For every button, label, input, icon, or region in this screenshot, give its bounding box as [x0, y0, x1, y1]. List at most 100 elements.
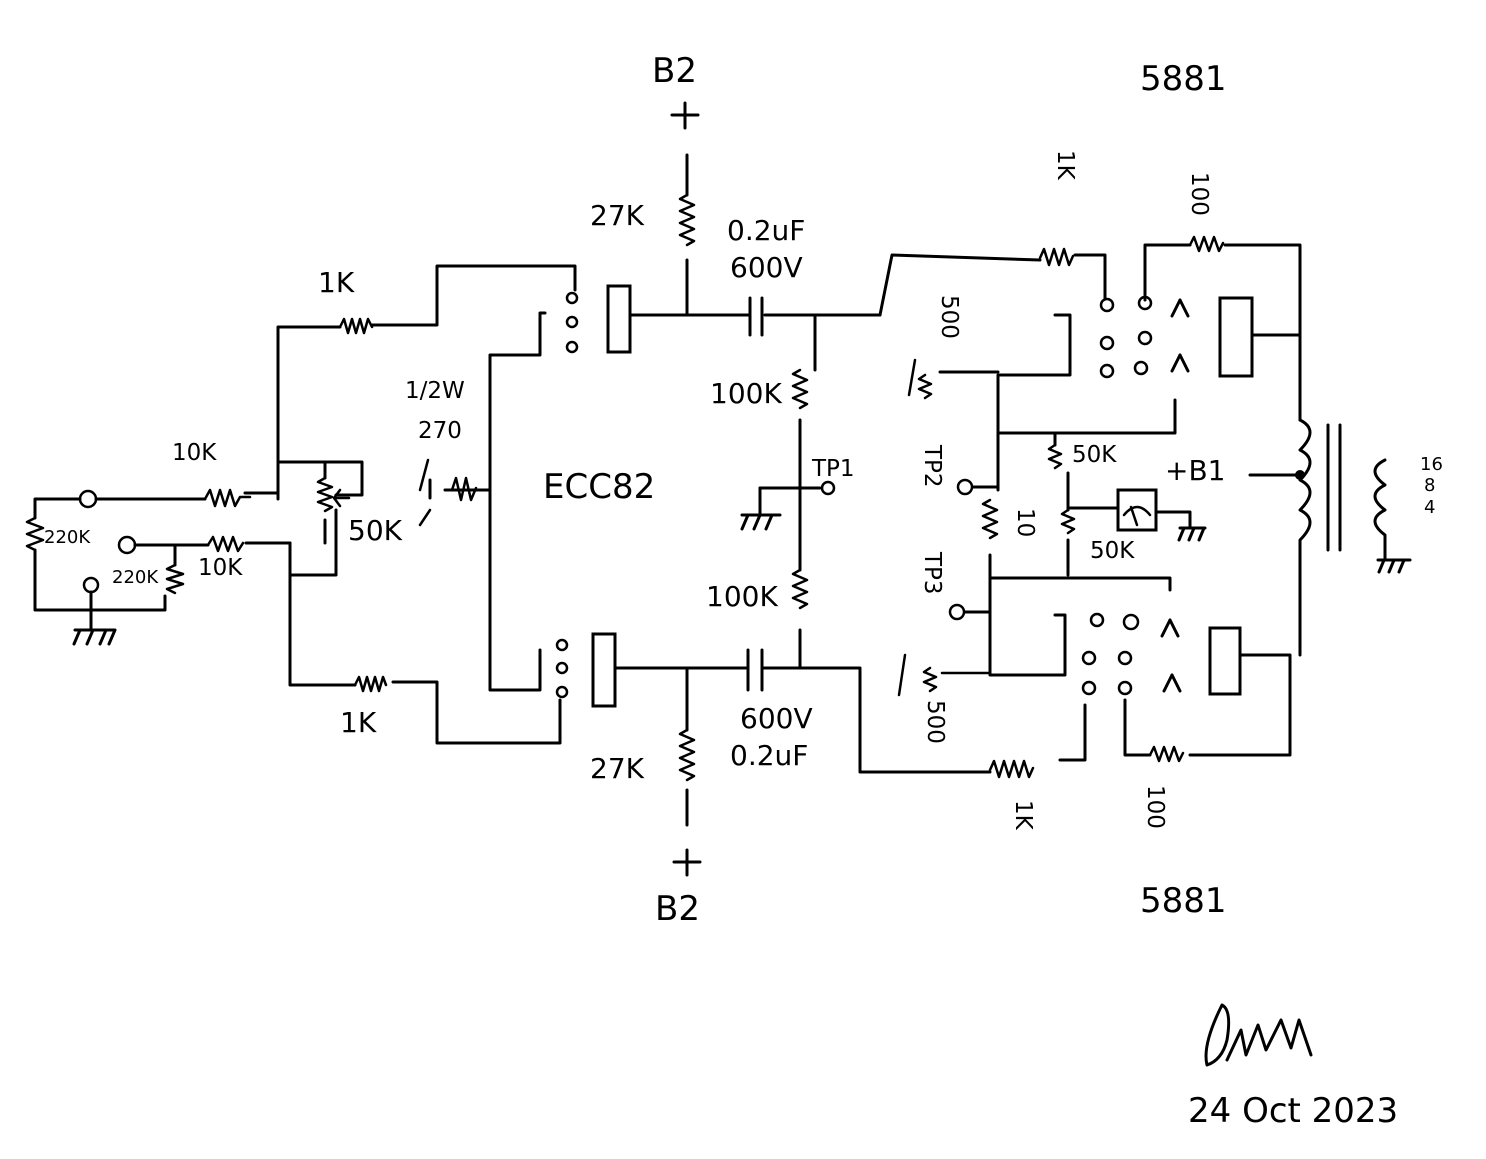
label-100k-bottom: 100K	[706, 580, 778, 613]
transformer-secondary	[1373, 458, 1387, 562]
resistor-1k-grid-bottom	[988, 759, 1035, 779]
output-stage	[878, 235, 1412, 779]
label-tap-8: 8	[1424, 475, 1435, 496]
ecc82-pin-7	[555, 661, 569, 675]
wire-balance-pot	[276, 460, 364, 577]
wire-bias-network	[996, 398, 1177, 577]
wire-100k-chain	[798, 313, 817, 670]
ecc82-pin-2	[565, 315, 579, 329]
wire-screen-resistors	[1123, 243, 1302, 757]
label-tp3: TP3	[919, 551, 945, 595]
label-1k-top: 1K	[318, 266, 355, 299]
test-point-tp3	[948, 603, 966, 621]
label-50k-b: 50K	[1090, 538, 1135, 564]
label-50k-a: 50K	[1072, 442, 1117, 468]
b2-top-plus-icon	[670, 101, 700, 130]
signature-glyph	[1204, 1003, 1313, 1067]
resistor-10k-bottom	[206, 535, 245, 553]
resistor-270	[450, 476, 478, 502]
label-220k-a: 220K	[44, 527, 91, 548]
input-jack-top	[78, 489, 98, 509]
input-section	[25, 264, 577, 745]
wire-input-bottom	[133, 541, 292, 547]
wire-1k-bottom	[288, 573, 562, 745]
label-220k-b: 220K	[112, 567, 159, 588]
b2-bottom-plus-icon	[672, 848, 702, 877]
capacitor-bottom	[746, 648, 764, 692]
label-tap-16: 16	[1420, 454, 1443, 475]
wire-tp3	[956, 576, 1067, 677]
transformer-primary	[1298, 418, 1312, 657]
label-driver-tube: ECC82	[543, 467, 655, 507]
ecc82-plate-bottom	[591, 632, 617, 708]
wire-plate-bottom	[613, 666, 1087, 774]
label-500-top: 500	[936, 295, 962, 339]
label-1k-bottom: 1K	[340, 706, 377, 739]
label-tp2: TP2	[919, 444, 945, 488]
test-point-tp2	[956, 478, 974, 496]
b1-node	[1295, 470, 1305, 480]
resistor-1k-top	[338, 317, 374, 335]
label-cap-top-value: 0.2uF	[727, 214, 805, 247]
wire-220k-loop	[33, 497, 167, 612]
ecc82-pin-1	[565, 291, 579, 305]
label-tp1: TP1	[811, 456, 855, 482]
resistor-27k-top	[678, 193, 696, 247]
label-100-top: 100	[1186, 172, 1212, 216]
supply-marks	[670, 101, 702, 877]
label-270-power: 1/2W	[405, 378, 465, 404]
tube-5881-top-socket	[1099, 295, 1153, 379]
ecc82-pin-6	[555, 638, 569, 652]
ground-input	[72, 590, 117, 646]
tube-5881-bottom-socket	[1081, 612, 1140, 696]
wire-input-top	[94, 491, 280, 501]
resistor-10k-top	[203, 488, 252, 508]
resistor-500-bottom	[897, 653, 992, 697]
wire-plate-bottom-marks	[1160, 618, 1182, 693]
ground-tp1	[740, 486, 802, 531]
label-b1: +B1	[1165, 454, 1225, 487]
potentiometer-50k	[316, 476, 334, 513]
label-1k-grid-bottom: 1K	[1010, 800, 1036, 831]
ecc82-pin-3	[565, 340, 579, 354]
label-cap-top-voltage: 600V	[730, 251, 803, 284]
resistor-50k-b	[1060, 508, 1076, 535]
resistor-220k-a	[25, 516, 45, 552]
tube-5881-top-plate	[1218, 296, 1254, 378]
label-tube-bottom: 5881	[1140, 881, 1227, 921]
resistor-1k-grid-top	[1038, 247, 1075, 267]
resistor-100k-top	[791, 368, 809, 410]
wire-cathode-top	[938, 313, 1072, 435]
input-ground-node	[82, 576, 100, 594]
driver-stage	[488, 153, 1087, 827]
label-10-ohm: 10	[1012, 508, 1038, 537]
label-270: 270	[418, 418, 462, 444]
resistor-10-ohm	[981, 498, 999, 540]
label-1k-grid-top: 1K	[1052, 150, 1078, 181]
label-100-bottom: 100	[1142, 785, 1168, 829]
wire-ecc82-cathode-bus	[488, 311, 547, 692]
pot-wiper-arrow	[332, 488, 351, 508]
ecc82-pin-8	[555, 685, 569, 699]
label-10k-top: 10K	[172, 440, 217, 466]
resistor-100-top	[1188, 235, 1225, 253]
label-b2-top: B2	[652, 51, 697, 91]
resistor-100k-bottom	[791, 568, 809, 610]
label-500-bottom: 500	[922, 700, 948, 744]
label-date: 24 Oct 2023	[1188, 1091, 1398, 1131]
resistor-100-bottom	[1148, 745, 1185, 763]
label-b2-bottom: B2	[655, 889, 700, 929]
label-tube-top: 5881	[1140, 59, 1227, 99]
transformer-core	[1326, 423, 1342, 552]
resistor-270-marks	[418, 458, 432, 527]
label-pot-50k: 50K	[348, 514, 403, 547]
ecc82-plate-top	[606, 284, 632, 354]
resistor-50k-a	[1047, 443, 1063, 470]
resistor-1k-bottom	[353, 675, 388, 693]
wire-grid-top	[878, 253, 1107, 317]
label-10k-bottom: 10K	[198, 555, 243, 581]
wire-tp1	[758, 486, 822, 517]
ground-output	[1376, 558, 1412, 574]
resistor-27k-bottom	[678, 728, 696, 782]
